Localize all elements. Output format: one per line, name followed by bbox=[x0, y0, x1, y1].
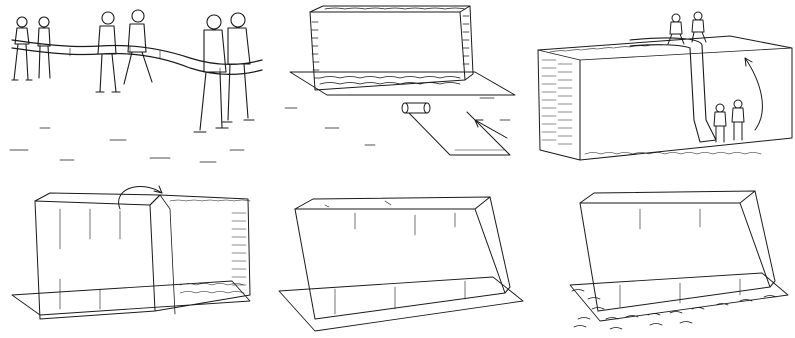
stack-with-roll-drawing bbox=[265, 0, 530, 169]
pull-over-stack-drawing bbox=[530, 0, 795, 169]
curved-arrow bbox=[745, 58, 762, 130]
person-3 bbox=[96, 12, 120, 92]
panel-step-3 bbox=[530, 0, 795, 169]
panel-step-1 bbox=[0, 0, 265, 169]
panel-step-6 bbox=[530, 169, 795, 338]
panel-step-5 bbox=[265, 169, 530, 338]
panel-step-4 bbox=[0, 169, 265, 338]
wrap-stack-drawing bbox=[0, 169, 265, 338]
person-6 bbox=[222, 13, 254, 122]
wrap-arrow bbox=[119, 186, 162, 209]
covered-stack-drawing bbox=[265, 169, 530, 338]
people-holding-sheet-drawing bbox=[0, 0, 265, 169]
panel-step-2 bbox=[265, 0, 530, 169]
rolled-strip bbox=[402, 103, 510, 155]
person-2 bbox=[38, 17, 50, 78]
sealed-stack-drawing bbox=[530, 169, 795, 338]
